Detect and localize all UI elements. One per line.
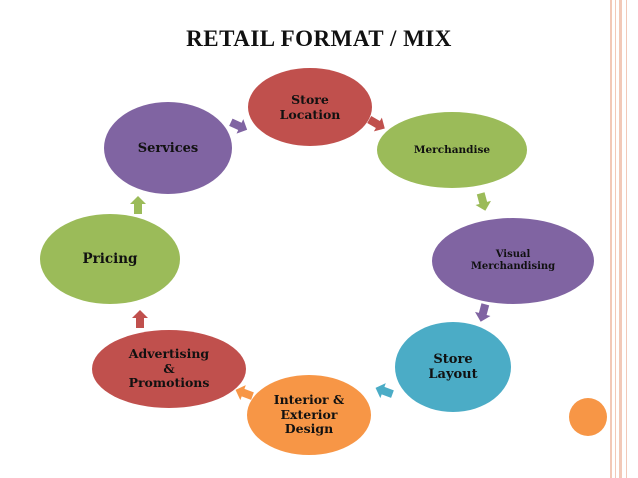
- right-edge-stripe-4: [626, 0, 627, 478]
- cycle-arrow-1: [367, 116, 385, 132]
- corner-decoration-circle: [569, 398, 607, 436]
- slide-title: RETAIL FORMAT / MIX: [186, 26, 452, 51]
- node-merchandise-label: Merchandise: [413, 143, 491, 156]
- node-services-label: Services: [137, 140, 199, 156]
- node-interior-exterior-design: Interior & Exterior Design: [247, 375, 371, 455]
- node-visual-merchandising-label: Visual Merchandising: [470, 249, 556, 272]
- node-services: Services: [104, 102, 232, 194]
- right-edge-stripe-1: [610, 0, 612, 478]
- node-store-layout: Store Layout: [395, 322, 511, 412]
- node-merchandise: Merchandise: [377, 112, 527, 188]
- cycle-arrow-6: [132, 310, 148, 328]
- node-pricing: Pricing: [40, 214, 180, 304]
- node-pricing-label: Pricing: [82, 251, 138, 267]
- right-edge-stripe-3: [619, 0, 622, 478]
- node-store-location: Store Location: [248, 68, 372, 146]
- node-advertising-promotions: Advertising & Promotions: [92, 330, 246, 408]
- right-edge-stripe-2: [615, 0, 616, 478]
- cycle-arrow-8: [229, 118, 248, 134]
- cycle-arrow-5: [235, 385, 254, 401]
- node-advertising-promotions-label: Advertising & Promotions: [128, 346, 210, 391]
- node-store-location-label: Store Location: [279, 92, 341, 122]
- cycle-arrow-4: [375, 383, 394, 399]
- cycle-arrow-7: [130, 196, 146, 214]
- node-interior-exterior-design-label: Interior & Exterior Design: [273, 392, 345, 437]
- cycle-arrow-2: [475, 192, 491, 211]
- cycle-arrow-3: [475, 303, 491, 322]
- node-visual-merchandising: Visual Merchandising: [432, 218, 594, 304]
- node-store-layout-label: Store Layout: [428, 352, 478, 382]
